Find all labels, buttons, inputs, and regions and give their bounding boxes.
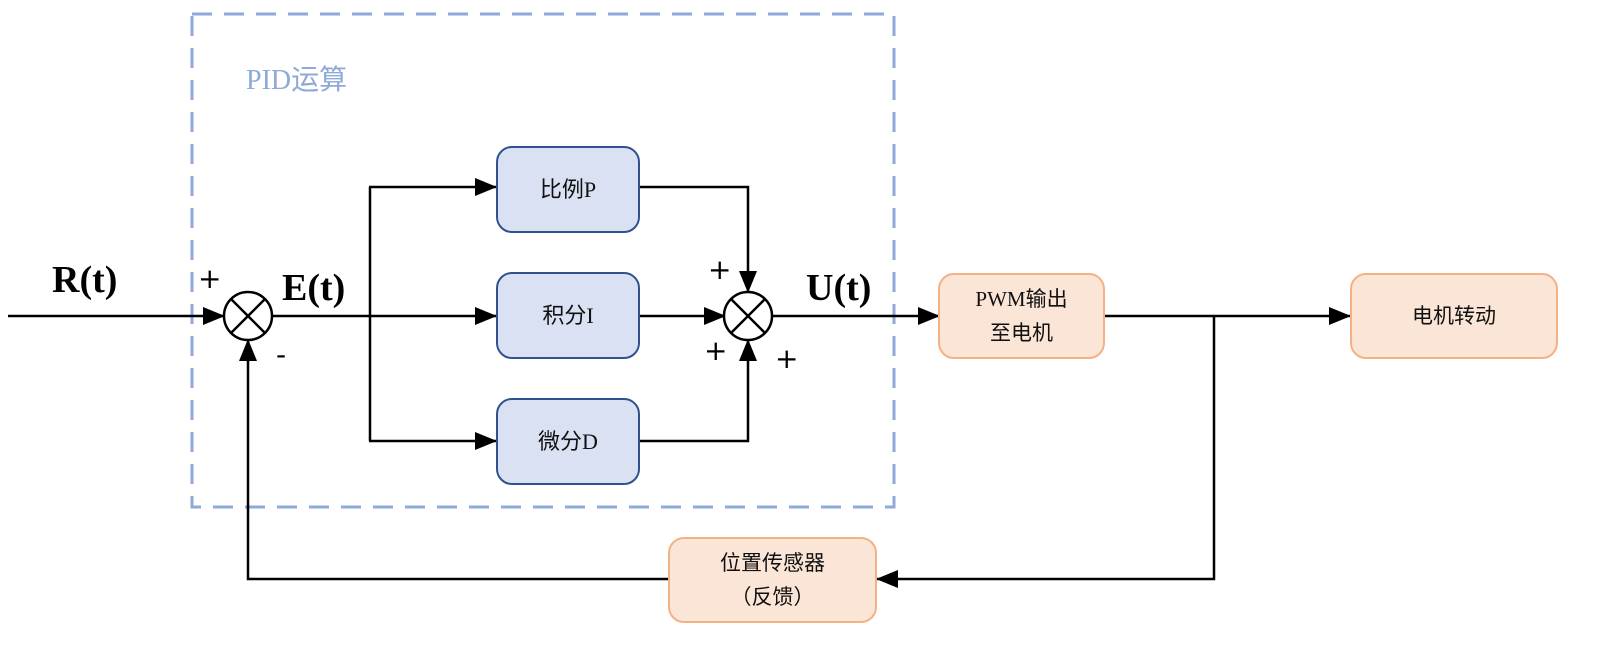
- proportional-label: 比例P: [539, 176, 597, 202]
- derivative-block[interactable]: 微分D: [496, 398, 640, 485]
- summing-junction-1: [222, 290, 274, 342]
- sum2-p-sign: +: [708, 253, 732, 286]
- integral-block[interactable]: 积分I: [496, 272, 640, 359]
- sum2-i-sign: +: [704, 334, 728, 367]
- wire-feedback-tap: [876, 316, 1216, 588]
- proportional-block[interactable]: 比例P: [496, 146, 640, 233]
- derivative-label: 微分D: [538, 428, 598, 454]
- wire-feedback-return: [239, 339, 669, 581]
- pwm-label-line2: 至电机: [990, 321, 1053, 345]
- wire-derivative-out: [639, 339, 757, 443]
- motor-label: 电机转动: [1412, 304, 1496, 328]
- summing-junction-2: [722, 290, 774, 342]
- pid-group-boundary: [190, 12, 896, 509]
- signal-control-label: U(t): [806, 267, 872, 309]
- sensor-label-line2: （反馈）: [730, 585, 815, 609]
- pwm-output-block[interactable]: PWM输出 至电机: [938, 273, 1105, 359]
- signal-error-label: E(t): [282, 267, 346, 309]
- signal-reference-label: R(t): [52, 259, 118, 301]
- wire-proportional-out: [639, 185, 757, 293]
- integral-label: 积分I: [542, 302, 594, 328]
- pwm-label-line1: PWM输出: [975, 287, 1068, 311]
- pid-group-title: PID运算: [246, 65, 348, 96]
- sum2-d-sign: +: [775, 342, 799, 375]
- position-sensor-block[interactable]: 位置传感器 （反馈）: [668, 537, 877, 623]
- motor-block[interactable]: 电机转动: [1350, 273, 1558, 359]
- sum1-feedback-sign: -: [276, 338, 287, 371]
- sensor-label-line1: 位置传感器: [720, 551, 825, 575]
- sum1-input-sign: +: [198, 262, 222, 295]
